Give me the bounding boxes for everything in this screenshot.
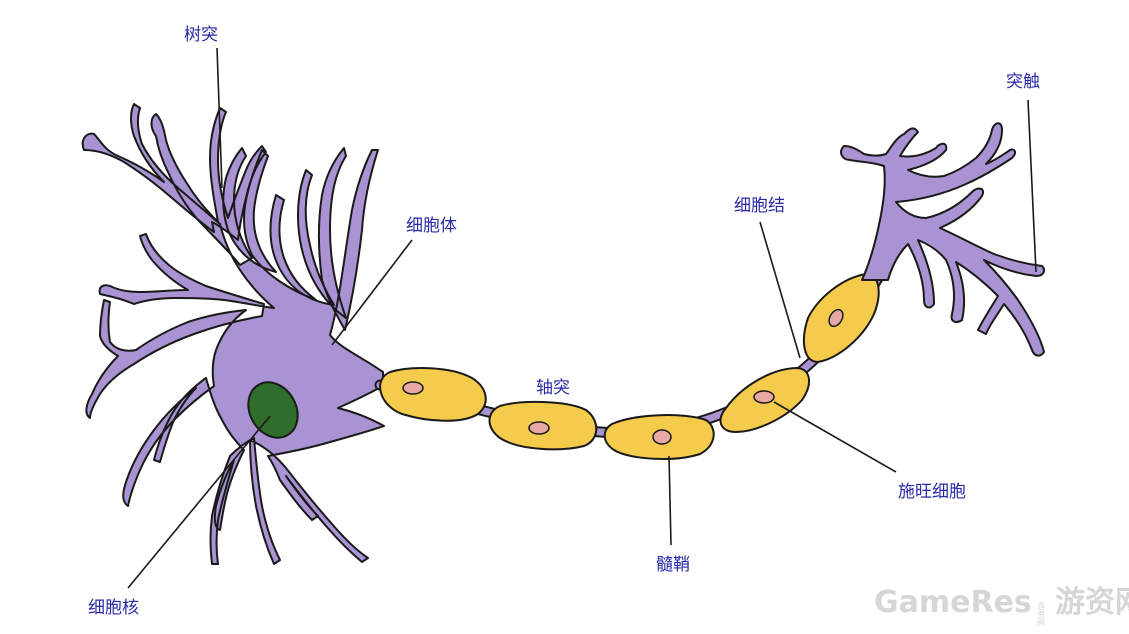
schwann-nucleus — [402, 381, 424, 395]
label-nucleus: 细胞核 — [88, 598, 139, 618]
schwann-nucleus — [753, 390, 775, 404]
cell-nucleus — [247, 381, 299, 439]
soma — [81, 103, 385, 565]
soma-body — [81, 103, 385, 565]
label-myelin: 髓鞘 — [656, 555, 690, 575]
leader-nucleus — [127, 415, 271, 589]
schwann-nucleus — [828, 308, 844, 328]
label-axon: 轴突 — [536, 378, 570, 398]
leader-lines — [127, 47, 1037, 589]
schwann-nucleus — [528, 421, 550, 435]
leader-myelin — [668, 455, 672, 546]
label-dendrite: 树突 — [184, 25, 218, 45]
leader-cell-body — [331, 239, 413, 346]
leader-schwann — [773, 401, 897, 473]
axon-terminal — [840, 122, 1045, 357]
label-cell-body: 细胞体 — [406, 216, 457, 236]
leader-node — [759, 221, 801, 359]
label-schwann: 施旺细胞 — [898, 482, 966, 502]
watermark-small: 游资网 — [1037, 601, 1046, 627]
watermark-brand: GameRes — [874, 585, 1032, 620]
schwann-nucleus — [652, 429, 672, 445]
schwann-nuclei — [402, 308, 844, 445]
watermark-cn: 游资网 — [1055, 585, 1129, 620]
label-node: 细胞结 — [734, 196, 785, 216]
leader-synapse — [1027, 99, 1037, 273]
leader-dendrite — [216, 47, 223, 189]
label-synapse: 突触 — [1006, 72, 1040, 92]
myelin-segment — [379, 367, 487, 422]
watermark: GameRes 游资网 游资网 — [874, 585, 1129, 627]
terminal-branches — [840, 122, 1045, 357]
